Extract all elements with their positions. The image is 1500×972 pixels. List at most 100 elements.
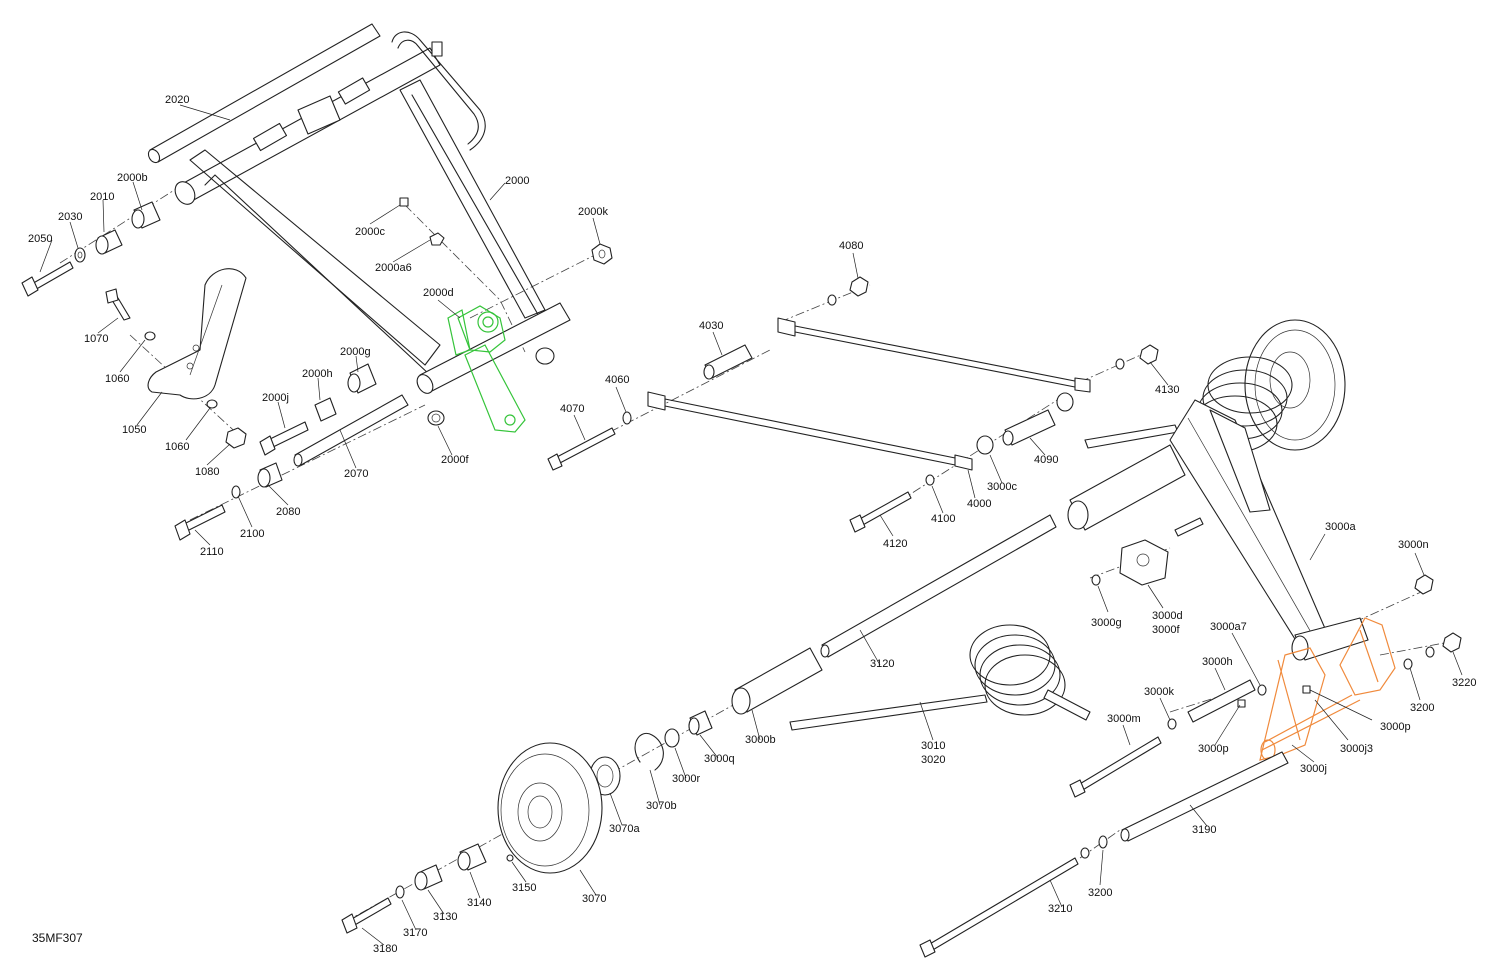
callout-2000h: 2000h <box>302 368 333 380</box>
part-2100-washer <box>231 485 241 499</box>
part-4120-bolt <box>857 491 912 527</box>
callout-3020: 3020 <box>921 754 945 766</box>
part-1080-nut <box>225 427 247 449</box>
diagram-reference-code: 35MF307 <box>32 931 83 945</box>
callout-2010: 2010 <box>90 191 114 203</box>
callout-3000n: 3000n <box>1398 539 1429 551</box>
part-3000r-clip <box>664 728 680 748</box>
part-3000n-nut <box>1414 574 1434 595</box>
callout-4080: 4080 <box>839 240 863 252</box>
callout-2000c: 2000c <box>355 226 385 238</box>
part-2000f-bushing <box>427 410 445 426</box>
part-3000a7-bushing <box>1257 684 1267 696</box>
callout-1050: 1050 <box>122 424 146 436</box>
callout-3200-right: 3200 <box>1410 702 1434 714</box>
callout-2000f: 2000f <box>441 454 469 466</box>
part-2030-washer <box>74 247 86 263</box>
part-1060-washer-upper <box>144 331 156 341</box>
part-3000p-screw-right <box>1302 685 1311 694</box>
part-3000g-clip <box>1091 574 1101 586</box>
part-3070-wheel <box>497 742 603 874</box>
linkage-assembly <box>547 276 1159 533</box>
part-3200-washer-lower <box>1098 835 1108 849</box>
part-3000h-pin <box>1187 679 1256 723</box>
callout-2050: 2050 <box>28 233 52 245</box>
part-4080-nut <box>849 276 869 297</box>
part-3010-spring <box>789 624 1091 731</box>
callout-3000a: 3000a <box>1325 521 1356 533</box>
wheel-hardware <box>341 843 514 934</box>
callout-1070: 1070 <box>84 333 108 345</box>
callout-3000b: 3000b <box>745 734 776 746</box>
part-rear-idler-wheel <box>1244 319 1346 451</box>
callout-3140: 3140 <box>467 897 491 909</box>
callout-4090: 4090 <box>1034 454 1058 466</box>
callout-labels: 2020 2000b 2010 2030 2050 2000 2000c 200… <box>28 94 1476 955</box>
callout-2110: 2110 <box>200 546 224 558</box>
front-left-hardware <box>21 197 613 541</box>
rear-arm-assembly <box>497 319 1462 958</box>
callout-3190: 3190 <box>1192 824 1216 836</box>
part-3000a-arm <box>1169 399 1331 656</box>
callout-3010: 3010 <box>921 740 945 752</box>
part-2000d-bracket-highlight <box>447 305 526 433</box>
callout-leader-lines <box>39 104 1463 946</box>
callout-3000g: 3000g <box>1091 617 1122 629</box>
callout-2000b: 2000b <box>117 172 148 184</box>
callout-2000j: 2000j <box>262 392 289 404</box>
callout-3220: 3220 <box>1452 677 1476 689</box>
part-3000p-screw-left <box>1237 699 1246 708</box>
callout-1080: 1080 <box>195 466 219 478</box>
callout-3070b: 3070b <box>646 800 677 812</box>
callout-3000f: 3000f <box>1152 624 1180 636</box>
part-4070-bolt <box>554 427 616 465</box>
part-3000c-bushing <box>976 435 994 455</box>
part-2000a6-nut <box>429 232 445 246</box>
callout-4030: 4030 <box>699 320 723 332</box>
callout-3210: 3210 <box>1048 903 1072 915</box>
callout-3000k: 3000k <box>1144 686 1174 698</box>
callout-3070: 3070 <box>582 893 606 905</box>
callout-2000k: 2000k <box>578 206 608 218</box>
part-2000h-sleeve <box>314 397 337 422</box>
callout-3200-lower: 3200 <box>1088 887 1112 899</box>
part-2000j-bolt <box>267 421 309 449</box>
callout-4070: 4070 <box>560 403 584 415</box>
callout-4060: 4060 <box>605 374 629 386</box>
part-2000c-screw <box>399 197 409 207</box>
callout-3070a: 3070a <box>609 823 640 835</box>
callout-3000p-right: 3000p <box>1380 721 1411 733</box>
part-3000m-bolt <box>1077 736 1162 792</box>
callout-2100: 2100 <box>240 528 264 540</box>
part-3000k-washer <box>1167 718 1177 730</box>
callout-2020: 2020 <box>165 94 189 106</box>
callout-3000h: 3000h <box>1202 656 1233 668</box>
callout-3170: 3170 <box>403 927 427 939</box>
part-2000k-nut <box>591 243 613 265</box>
part-3070b-snap-ring <box>634 732 664 771</box>
callout-4120: 4120 <box>883 538 907 550</box>
part-1050-bracket <box>147 268 247 400</box>
callout-4100: 4100 <box>931 513 955 525</box>
part-3220-nut <box>1442 632 1462 653</box>
callout-3000p-left: 3000p <box>1198 743 1229 755</box>
callout-2000a6: 2000a6 <box>375 262 412 274</box>
callout-4130: 4130 <box>1155 384 1179 396</box>
callout-3000j3: 3000j3 <box>1340 743 1373 755</box>
callout-2070: 2070 <box>344 468 368 480</box>
callout-3120: 3120 <box>870 658 894 670</box>
callout-1060-lower: 1060 <box>165 441 189 453</box>
callout-2000: 2000 <box>505 175 529 187</box>
callout-2030: 2030 <box>58 211 82 223</box>
part-1060-washer-lower <box>206 399 218 409</box>
callout-3150: 3150 <box>512 882 536 894</box>
part-4130-nut <box>1139 344 1159 365</box>
callout-3000m: 3000m <box>1107 713 1141 725</box>
callout-3000a7: 3000a7 <box>1210 621 1247 633</box>
callout-3000q: 3000q <box>704 753 735 765</box>
part-4100-washer <box>925 474 935 486</box>
part-2110-bolt <box>181 504 226 533</box>
part-3180-bolt <box>349 897 392 927</box>
callout-2080: 2080 <box>276 506 300 518</box>
